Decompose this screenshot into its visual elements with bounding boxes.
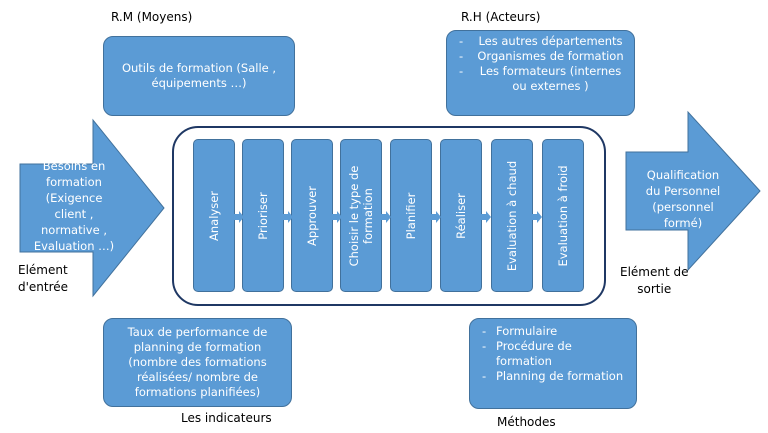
connector-arrow: [332, 211, 342, 223]
output-line: Qualification: [646, 168, 720, 182]
step-eval-chaud: Evaluation à chaud: [491, 139, 533, 292]
indicator-line: réalisées/ nombre de: [136, 370, 259, 384]
input-line: (Exigence: [45, 191, 103, 205]
connector-arrow: [481, 211, 491, 223]
output-line: formé): [663, 216, 703, 230]
step-approuver: Approuver: [291, 139, 333, 292]
resources-line-2: équipements …): [151, 76, 247, 90]
actor-item: Les formateurs (internes ou externes ): [459, 64, 628, 94]
input-line: formation: [46, 175, 102, 189]
output-line: (personnel: [652, 200, 714, 214]
step-planifier: Planifier: [390, 139, 432, 292]
actor-item: Les autres départements: [459, 34, 628, 49]
input-element-label: Elément d'entrée: [18, 262, 68, 296]
step-analyser: Analyser: [193, 139, 235, 292]
input-line: client ,: [54, 207, 94, 221]
output-label-line: Elément de: [620, 265, 689, 279]
connector-arrow: [283, 211, 293, 223]
step-label: Choisir le type de formation: [347, 165, 375, 266]
input-line: Evaluation …): [33, 239, 115, 252]
indicators-box: Taux de performance de planning de forma…: [103, 318, 292, 407]
step-label: Evaluation à chaud: [505, 160, 519, 271]
methods-list: Formulaire Procédure de formation Planni…: [482, 324, 630, 384]
method-item: Planning de formation: [482, 369, 630, 384]
input-arrow-text: Besoins en formation (Exigence client , …: [24, 158, 124, 252]
step-choisir: Choisir le type de formation: [340, 139, 382, 292]
connector-arrow: [532, 211, 542, 223]
method-item: Formulaire: [482, 324, 630, 339]
rh-label: R.H (Acteurs): [461, 10, 541, 24]
indicator-line: Taux de performance de: [127, 325, 268, 339]
methods-label: Méthodes: [497, 415, 556, 429]
step-label: Prioriser: [256, 191, 270, 240]
step-prioriser: Prioriser: [242, 139, 284, 292]
indicators-label: Les indicateurs: [181, 411, 272, 425]
step-label: Réaliser: [454, 192, 468, 239]
indicator-line: planning de formation: [133, 340, 262, 354]
connector-arrow: [431, 211, 441, 223]
step-label: Planifier: [404, 192, 418, 239]
input-line: Besoins en: [42, 159, 106, 173]
output-element-label: Elément de sortie: [620, 264, 689, 298]
input-label-line: d'entrée: [18, 280, 69, 294]
step-realiser: Réaliser: [440, 139, 482, 292]
input-label-line: Elément: [18, 263, 68, 277]
connector-arrow: [234, 211, 244, 223]
indicator-line: formations planifiées): [134, 385, 261, 399]
input-arrow: [19, 118, 165, 298]
actors-list: Les autres départements Organismes de fo…: [459, 34, 628, 94]
connector-arrow: [381, 211, 391, 223]
indicator-line: (nombre des formations: [128, 355, 267, 369]
step-label: Approuver: [305, 185, 319, 246]
rm-label: R.M (Moyens): [111, 10, 193, 24]
output-arrow-text: Qualification du Personnel (personnel fo…: [628, 167, 738, 231]
resources-box: Outils de formation (Salle , équipements…: [103, 36, 295, 116]
resources-line-1: Outils de formation (Salle ,: [121, 61, 277, 75]
actors-box: Les autres départements Organismes de fo…: [446, 30, 635, 116]
actor-item: Organismes de formation: [459, 49, 628, 64]
step-eval-froid: Evaluation à froid: [542, 139, 584, 292]
output-label-line: sortie: [637, 282, 672, 296]
output-line: du Personnel: [645, 184, 721, 198]
method-item: Procédure de formation: [482, 339, 630, 369]
input-line: normative ,: [41, 223, 107, 237]
methods-box: Formulaire Procédure de formation Planni…: [469, 318, 637, 409]
step-label: Evaluation à froid: [556, 164, 570, 267]
output-arrow: [625, 110, 761, 272]
step-label: Analyser: [207, 190, 221, 241]
